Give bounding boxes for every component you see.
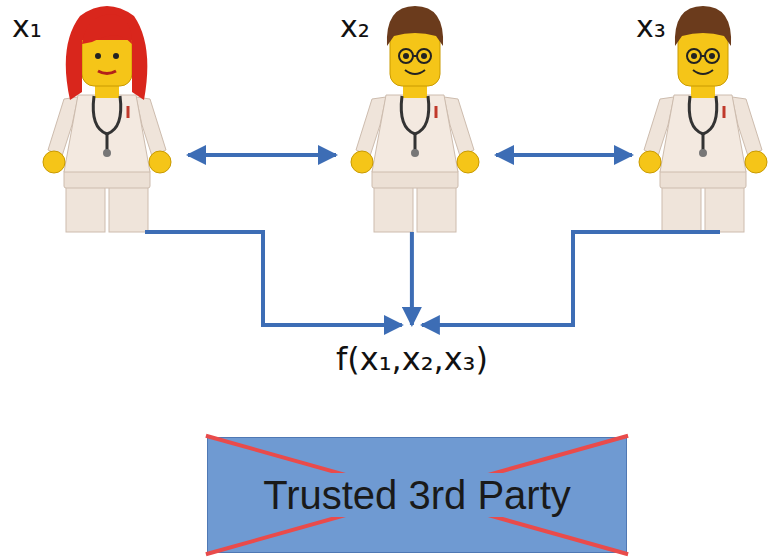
- party-input: x₁: [8, 4, 42, 43]
- input-arrow: [145, 232, 402, 325]
- party-figure: x₃: [632, 4, 770, 232]
- box-label: Trusted 3rd Party: [259, 473, 575, 517]
- exchange-arrow: [188, 153, 336, 157]
- input-arrow: [410, 232, 414, 325]
- party-input: x₃: [632, 4, 666, 43]
- input-arrow: [422, 232, 720, 325]
- party-input: x₂: [336, 4, 370, 43]
- exchange-arrow: [496, 153, 632, 157]
- party-figure: x₁: [8, 4, 188, 232]
- party-figure: x₂: [336, 4, 496, 232]
- crossed-out-box: Trusted 3rd Party: [207, 437, 627, 553]
- cross-line: [206, 436, 628, 555]
- function-result: f(x₁,x₂,x₃): [330, 325, 494, 382]
- function-label: f(x₁,x₂,x₃): [336, 340, 488, 378]
- cross-line: [206, 436, 628, 555]
